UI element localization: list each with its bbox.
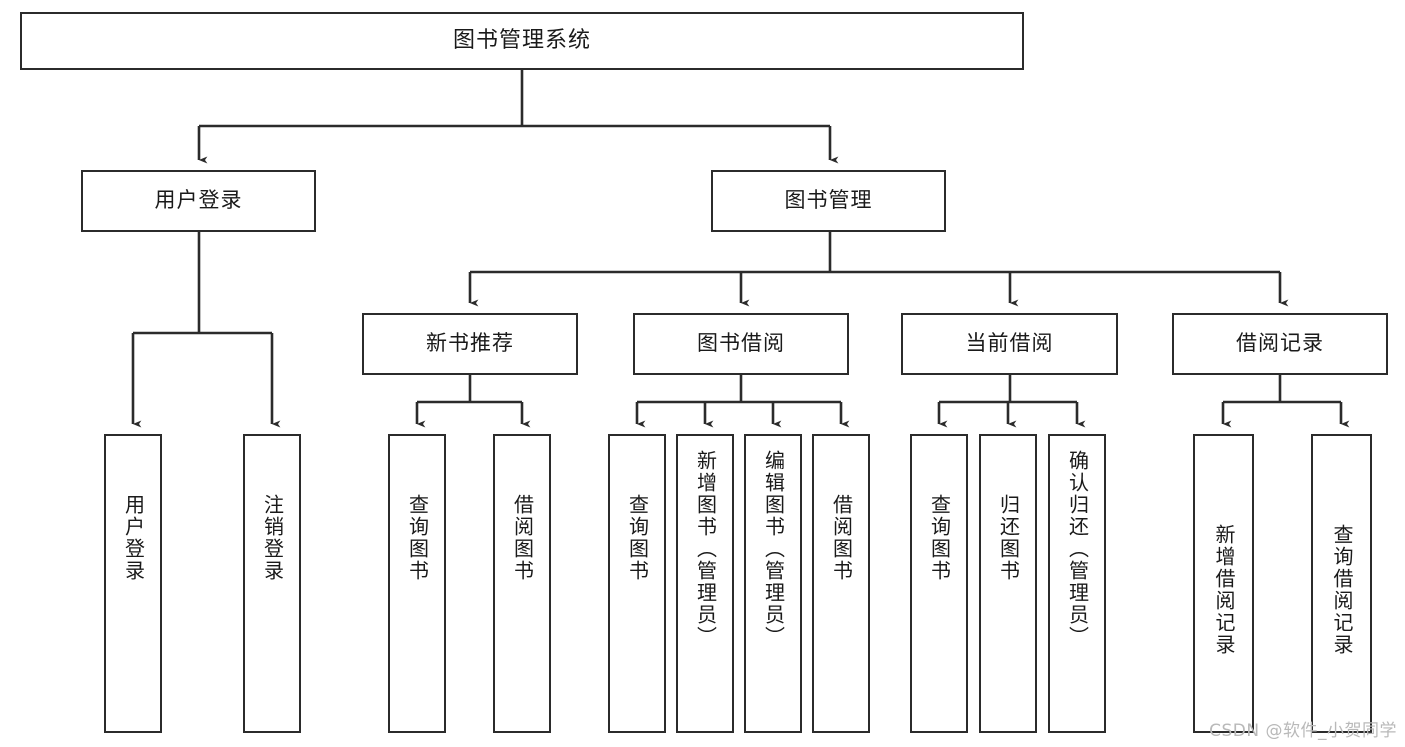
leaf-add-book-admin[interactable]: 新增图书（管理员） [676, 434, 734, 733]
leaf-label: 编辑图书（管理员） [761, 450, 786, 648]
leaf-label: 新增图书（管理员） [693, 450, 718, 648]
leaf-label: 借阅图书 [829, 494, 854, 582]
leaf-confirm-return-admin[interactable]: 确认归还（管理员） [1048, 434, 1106, 733]
leaf-query-book-new-recommend[interactable]: 查询图书 [388, 434, 446, 733]
leaf-user-login[interactable]: 用户登录 [104, 434, 162, 733]
node-borrow-record[interactable]: 借阅记录 [1172, 313, 1388, 375]
leaf-edit-book-admin[interactable]: 编辑图书（管理员） [744, 434, 802, 733]
leaf-label: 查询图书 [927, 494, 952, 582]
node-current-borrow[interactable]: 当前借阅 [901, 313, 1118, 375]
leaf-label: 借阅图书 [510, 494, 535, 582]
leaf-borrow-book-new-recommend[interactable]: 借阅图书 [493, 434, 551, 733]
leaf-borrow-book-borrow[interactable]: 借阅图书 [812, 434, 870, 733]
leaf-query-borrow-record[interactable]: 查询借阅记录 [1311, 434, 1372, 733]
leaf-label: 查询借阅记录 [1330, 524, 1354, 656]
leaf-label: 新增借阅记录 [1212, 524, 1236, 656]
leaf-label: 确认归还（管理员） [1065, 450, 1090, 648]
node-new-book-recommend[interactable]: 新书推荐 [362, 313, 578, 375]
leaf-label: 归还图书 [996, 494, 1021, 582]
leaf-query-book-borrow[interactable]: 查询图书 [608, 434, 666, 733]
node-user-login[interactable]: 用户登录 [81, 170, 316, 232]
csdn-watermark: CSDN @软件_小贺同学 [1209, 721, 1397, 741]
leaf-logout-login[interactable]: 注销登录 [243, 434, 301, 733]
node-book-management[interactable]: 图书管理 [711, 170, 946, 232]
leaf-label: 查询图书 [405, 494, 430, 582]
node-book-borrow[interactable]: 图书借阅 [633, 313, 849, 375]
leaf-label: 查询图书 [625, 494, 650, 582]
leaf-label: 注销登录 [260, 494, 285, 582]
node-root-book-management-system[interactable]: 图书管理系统 [20, 12, 1024, 70]
leaf-query-book-current[interactable]: 查询图书 [910, 434, 968, 733]
leaf-add-borrow-record[interactable]: 新增借阅记录 [1193, 434, 1254, 733]
leaf-return-book[interactable]: 归还图书 [979, 434, 1037, 733]
leaf-label: 用户登录 [121, 494, 146, 582]
